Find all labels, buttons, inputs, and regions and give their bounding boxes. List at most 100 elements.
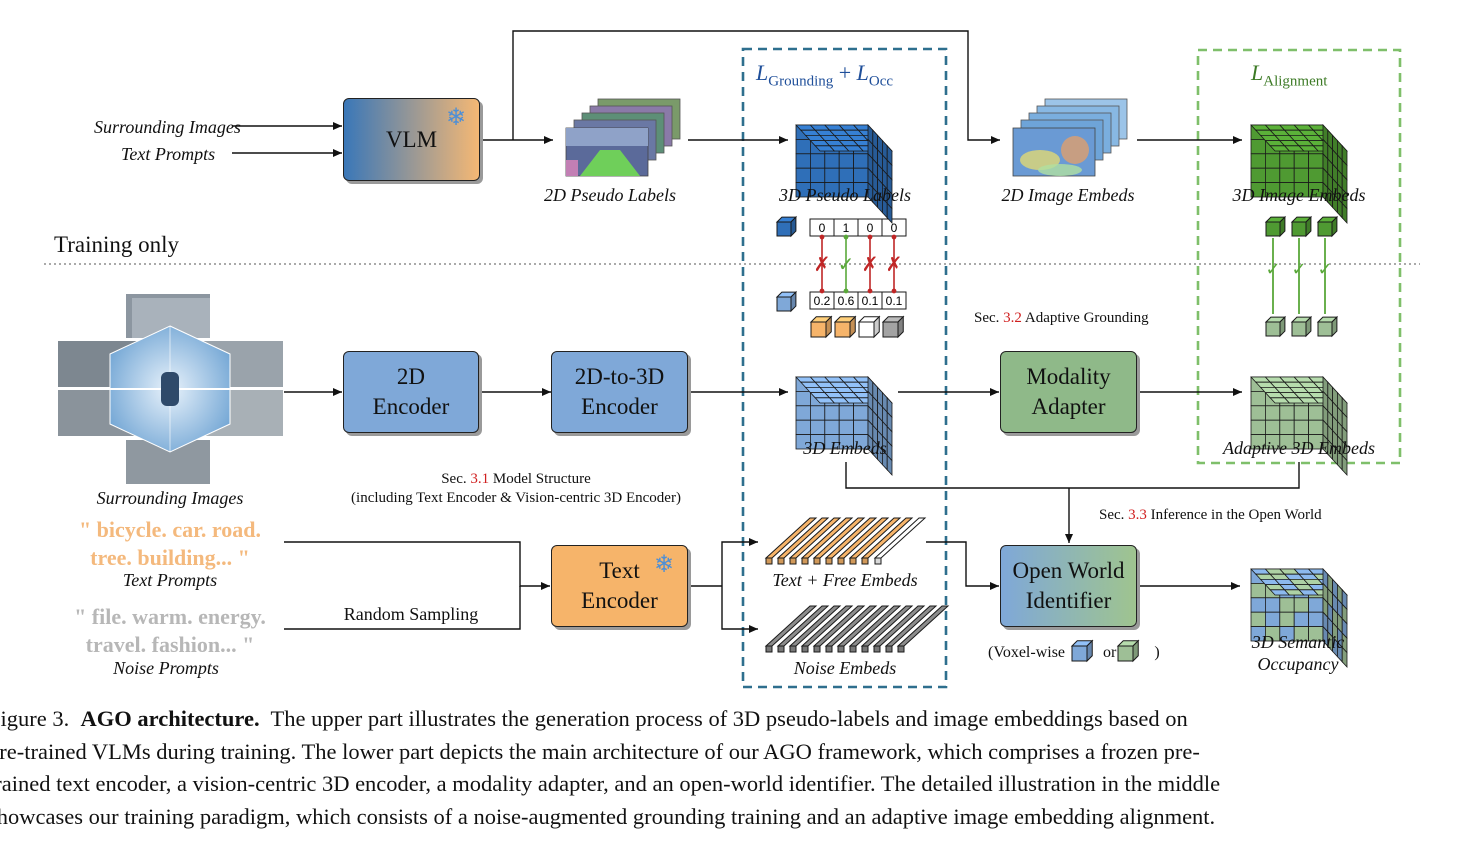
modality-line2: Adapter xyxy=(1031,394,1106,419)
embed-bar xyxy=(836,605,890,653)
section-33-label: Sec. 3.3 Inference in the Open World xyxy=(1099,507,1322,523)
voxel-cube-icon xyxy=(1116,639,1140,663)
check-icon: ✓ xyxy=(1317,259,1332,280)
image-embed-voxel-grid xyxy=(1250,123,1348,225)
check-icon: ✓ xyxy=(838,252,855,276)
embed-bar xyxy=(788,605,842,653)
voxel-cube-icon xyxy=(1290,215,1313,238)
vlm-label: VLM xyxy=(385,126,438,152)
embed-voxel-grid xyxy=(795,375,893,477)
embeds3d-label: 3D Embeds xyxy=(803,438,887,458)
target-cell: 1 xyxy=(833,218,859,237)
caption-line-2: pre-trained VLMs during training. The lo… xyxy=(0,738,1200,764)
voxel-wise-note: (Voxel-wise or ) xyxy=(988,644,1160,661)
section-31-sub: (including Text Encoder & Vision-centric… xyxy=(351,490,681,506)
embed-bar xyxy=(824,517,878,565)
noise-prompt-example: " file. warm. energy.travel. fashion... … xyxy=(74,604,266,657)
match-link-negative: ✗ xyxy=(814,234,831,294)
pseudo-label-stack xyxy=(565,98,681,177)
section-32-label: Sec. 3.2 Adaptive Grounding xyxy=(974,310,1149,326)
encoder-23-line1: 2D-to-3D xyxy=(574,364,665,390)
embed-bar xyxy=(896,605,950,653)
voxel-cube-icon xyxy=(1290,315,1313,338)
text-encoder-line2: Encoder xyxy=(581,588,658,613)
embed-bar xyxy=(812,605,866,653)
voxel-cube-icon xyxy=(1264,215,1287,238)
training-only-label: Training only xyxy=(54,232,180,257)
embed-bar xyxy=(884,605,938,653)
voxel-cube-icon xyxy=(857,315,881,339)
embed-bar xyxy=(860,517,914,565)
match-link-negative: ✗ xyxy=(886,234,903,294)
text-free-embeds-label: Text + Free Embeds xyxy=(772,570,918,590)
alignment-link: ✓ xyxy=(1317,238,1333,314)
encoder-2d-line2: Encoder xyxy=(372,394,450,419)
prediction-cell: 0.2 xyxy=(809,291,835,310)
adaptive3d-label: Adaptive 3D Embeds xyxy=(1223,438,1375,458)
cross-icon: ✗ xyxy=(814,252,831,276)
check-icon: ✓ xyxy=(1265,259,1280,280)
alignment-loss-box xyxy=(1196,48,1402,465)
surround-camera-montage xyxy=(58,294,283,484)
svg-text:0.2: 0.2 xyxy=(814,294,831,308)
svg-text:0.1: 0.1 xyxy=(862,294,879,308)
encoder-23-line2: Encoder xyxy=(581,394,658,419)
voxel-cube-icon xyxy=(775,215,798,238)
alignment-links: ✓ ✓ ✓ xyxy=(1265,238,1333,314)
embed-bar xyxy=(776,605,830,653)
voxel-cube-icon xyxy=(1264,315,1287,338)
figure-caption: Figure 3. AGO architecture. The upper pa… xyxy=(0,703,1459,833)
cross-icon: ✗ xyxy=(886,252,903,276)
voxel-cube-icon xyxy=(1070,639,1094,663)
alignment-loss-label: LAlignment xyxy=(1251,60,1328,90)
text-prompts-label-bottom: Text Prompts xyxy=(122,570,218,590)
snowflake-icon: ❄ xyxy=(654,552,675,578)
prediction-cell: 0.1 xyxy=(857,291,883,310)
embed-bar xyxy=(873,517,927,565)
match-link-negative: ✗ xyxy=(862,234,878,294)
target-cell: 0 xyxy=(857,218,883,237)
owi-line1: Open World xyxy=(1012,558,1125,584)
svg-text:0.6: 0.6 xyxy=(838,294,855,308)
embed-bar xyxy=(764,605,818,653)
voxel-cube-icon xyxy=(1316,215,1339,238)
embed-bar xyxy=(764,517,818,565)
owi-line2: Identifier xyxy=(1025,588,1112,613)
embed-bar xyxy=(776,517,830,565)
alignment-link: ✓ xyxy=(1265,238,1281,314)
image-embed-stack xyxy=(1012,98,1128,177)
svg-text:1: 1 xyxy=(843,221,850,235)
voxel-cube-icon xyxy=(775,290,798,313)
text-encoder-line1: Text xyxy=(599,558,640,584)
caption-line-1: Figure 3. AGO architecture. The upper pa… xyxy=(0,706,1188,731)
svg-text:0: 0 xyxy=(819,221,826,235)
embed-bar xyxy=(848,605,902,653)
check-icon: ✓ xyxy=(1291,259,1306,280)
caption-line-3: trained text encoder, a vision-centric 3… xyxy=(0,771,1221,796)
encoder-2d-to-3d-box: 2D-to-3D Encoder xyxy=(551,351,688,433)
grounding-loss-label: LGrounding + LOcc xyxy=(756,60,894,90)
section-31-label: Sec. 3.1 Model Structure xyxy=(441,471,591,487)
modality-line1: Modality xyxy=(1026,364,1111,390)
prediction-cell: 0.6 xyxy=(833,291,859,310)
alignment-link: ✓ xyxy=(1291,238,1307,314)
svg-text:0: 0 xyxy=(867,221,874,235)
surround-images-label-top: Surrounding Images xyxy=(94,117,241,137)
prediction-cell: 0.1 xyxy=(881,291,907,310)
vlm-box: VLM xyxy=(343,98,480,181)
surround-images-label-bottom: Surrounding Images xyxy=(96,488,244,508)
img3d-label: 3D Image Embeds xyxy=(1232,185,1366,205)
embed-bar xyxy=(836,517,890,565)
voxel-cube-icon xyxy=(833,315,857,339)
pseudo-label-voxel-grid xyxy=(795,123,893,225)
noise-embeds xyxy=(764,605,950,653)
text-prompts-label-top: Text Prompts xyxy=(121,144,216,164)
embed-bar xyxy=(800,605,854,653)
voxel-cube-icon xyxy=(809,315,833,339)
adaptive-embed-voxel-grid xyxy=(1250,375,1348,477)
embed-bar xyxy=(788,517,842,565)
